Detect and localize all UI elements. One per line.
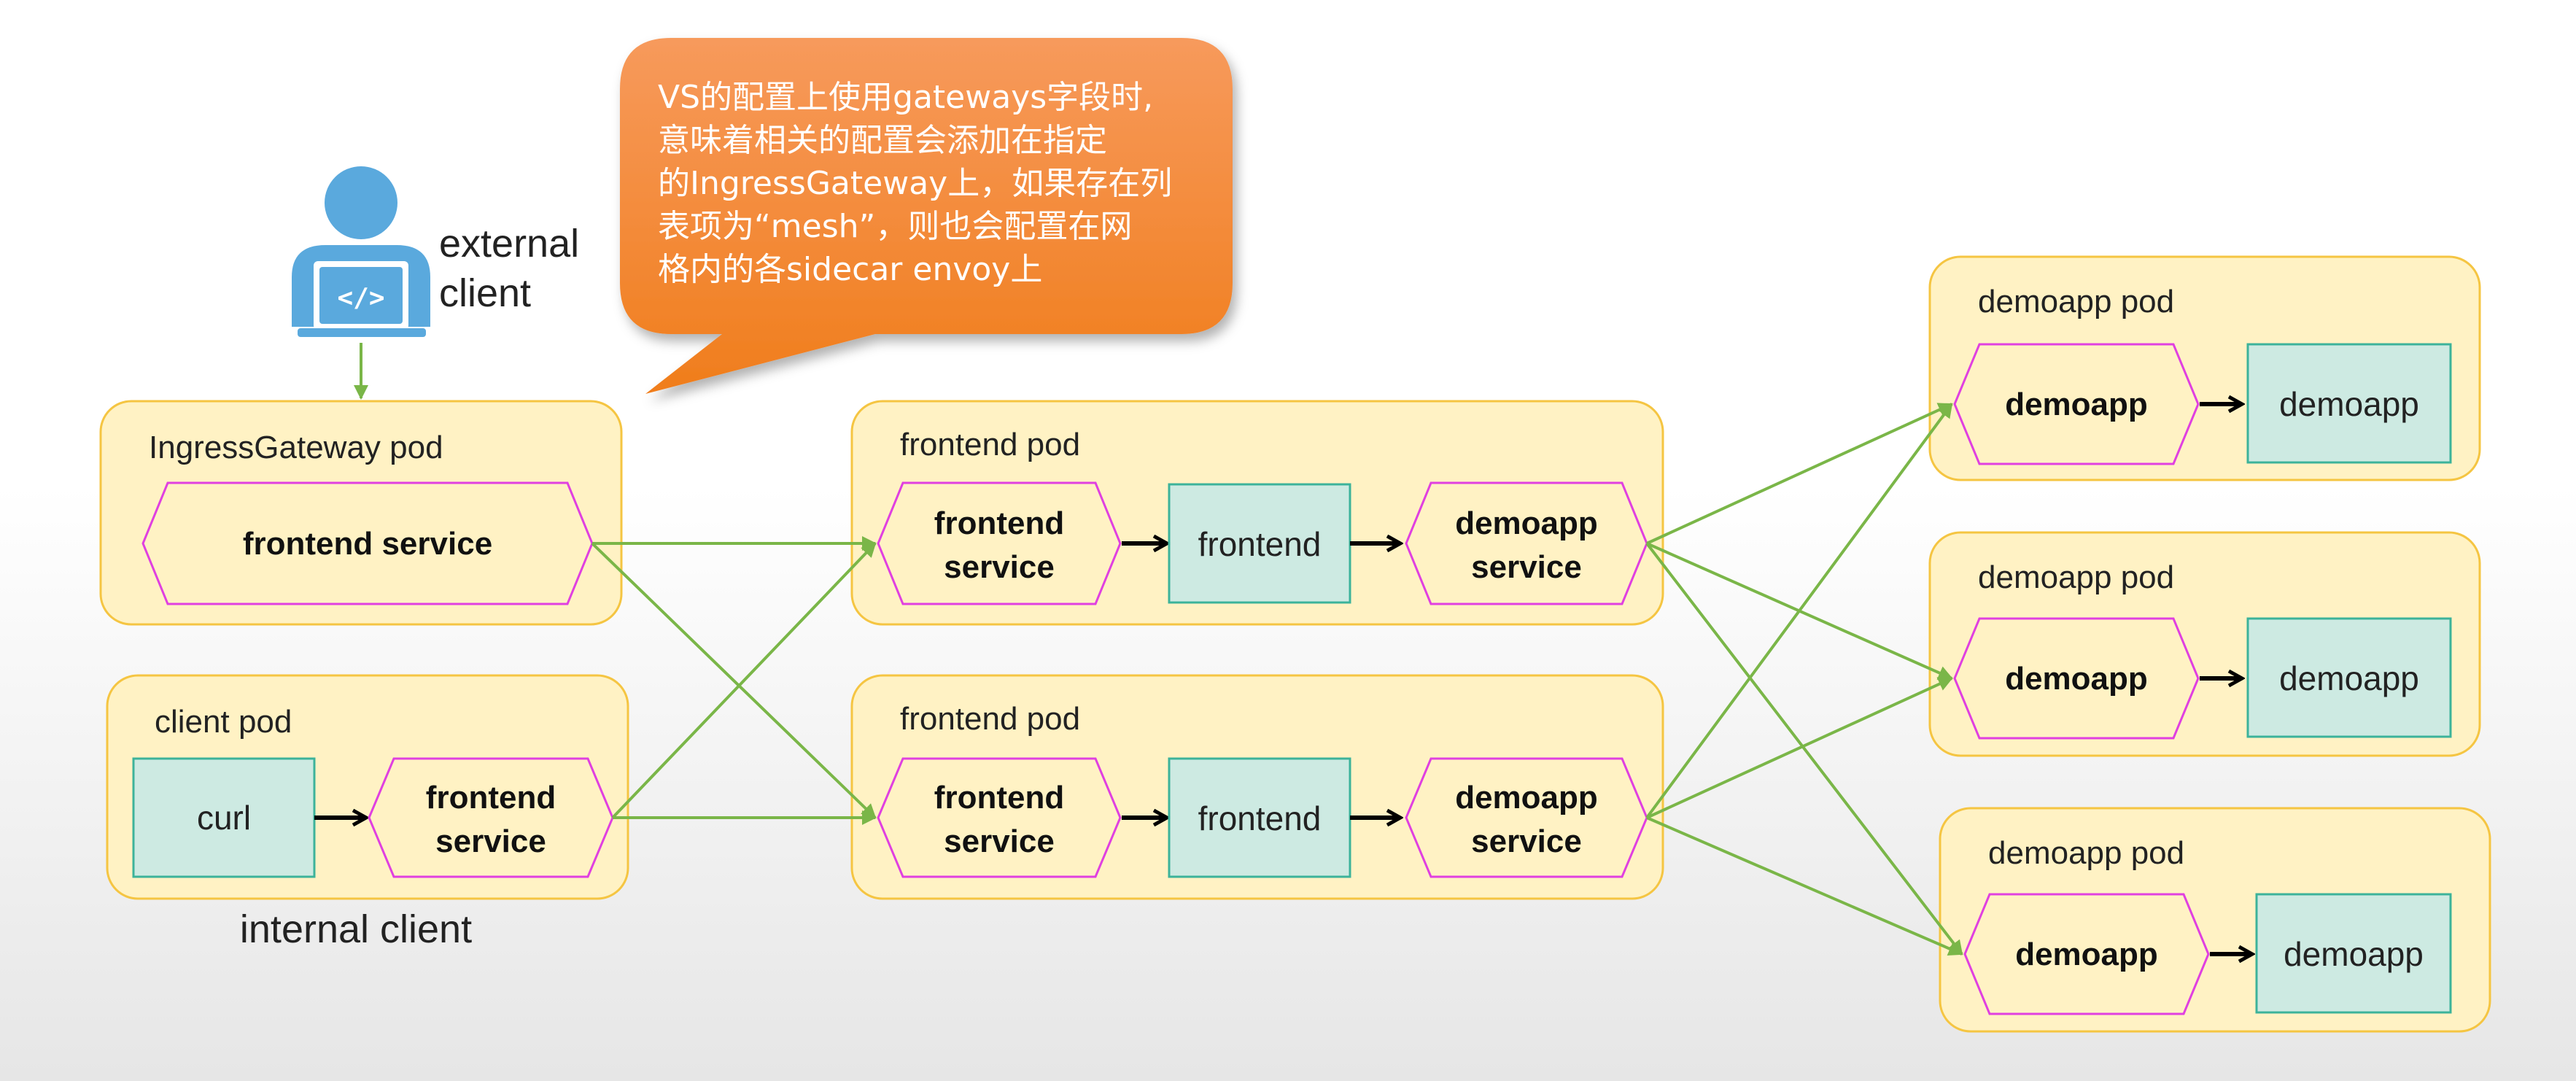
client-pod-title: client pod	[155, 704, 292, 740]
ingressgateway-pod: IngressGateway pod frontend service	[99, 400, 623, 626]
frontend-pod-1-app-label: frontend	[1198, 525, 1322, 563]
callout-line-3: 的IngressGateway上，如果存在列	[658, 165, 1172, 202]
demoapp-pod-3: demoapp pod demoapp demoapp	[1939, 807, 2491, 1033]
frontend-pod-1-service-hex	[877, 481, 1122, 605]
demoapp-pod-2-hex-label: demoapp	[2005, 661, 2148, 697]
demoapp-pod-2-title: demoapp pod	[1978, 559, 2174, 595]
callout-line-4: 表项为“mesh”，则也会配置在网	[658, 208, 1132, 245]
demoapp-pod-2-box-label: demoapp	[2279, 659, 2419, 697]
callout-line-5: 格内的各sidecar envoy上	[658, 251, 1042, 288]
frontend-pod-1-service-label-2: service	[944, 549, 1055, 585]
callout-line-1: VS的配置上使用gateways字段时,	[658, 79, 1153, 116]
connector-arrows	[591, 403, 1963, 956]
client-frontend-service-label-1: frontend	[426, 780, 556, 815]
demoapp-pod-1-hex	[1953, 343, 2200, 465]
demoapp-pod-1-title: demoapp pod	[1978, 284, 2174, 319]
demoapp-pod-3-hex	[1963, 893, 2210, 1015]
frontend-pod-1-title: frontend pod	[900, 427, 1080, 462]
external-client-label-1: external	[439, 222, 579, 266]
frontend-pod-1-demoapp-label-2: service	[1471, 549, 1582, 585]
demoapp-pod-3-hex-label: demoapp	[2015, 937, 2158, 972]
demoapp-pod-2-hex	[1953, 617, 2200, 740]
callout-bubble	[620, 38, 1233, 394]
frontend-pod-1: frontend pod frontend service frontend d…	[850, 400, 1664, 626]
frontend-pod-1-demoapp-label-1: demoapp	[1455, 505, 1598, 541]
frontend-pod-2: frontend pod frontend service frontend d…	[850, 674, 1664, 900]
ingress-frontend-service-hex	[141, 481, 594, 605]
arrow-ingress-to-frontend-2	[591, 542, 877, 819]
frontend-pod-1-app-box	[1168, 483, 1351, 604]
arrow-f2-to-demoapp-1	[1645, 403, 1953, 819]
demoapp-pod-2: demoapp pod demoapp demoapp	[1928, 531, 2481, 757]
demoapp-pod-1-box	[2246, 343, 2452, 464]
frontend-pod-2-title: frontend pod	[900, 701, 1080, 737]
curl-label: curl	[197, 799, 251, 837]
frontend-pod-2-service-label-1: frontend	[934, 780, 1064, 815]
svg-text:</>: </>	[337, 283, 384, 313]
frontend-pod-2-service-label-2: service	[944, 824, 1055, 859]
demoapp-pod-2-box	[2246, 617, 2452, 738]
demoapp-pod-1-hex-label: demoapp	[2005, 387, 2148, 422]
frontend-pod-2-demoapp-service-hex	[1405, 757, 1648, 878]
frontend-pod-1-demoapp-service-hex	[1405, 481, 1648, 605]
arrow-f2-to-demoapp-2	[1646, 677, 1953, 819]
ingress-frontend-service-label: frontend service	[243, 526, 492, 562]
client-frontend-service-hex	[368, 757, 614, 878]
arrow-f2-to-demoapp-3	[1646, 816, 1963, 956]
arrow-client-to-frontend-1	[611, 542, 877, 819]
arrow-f1-to-demoapp-1	[1646, 403, 1953, 545]
user-laptop-icon: </>	[292, 166, 430, 337]
client-pod: client pod curl frontend service	[106, 674, 629, 900]
external-client-label-2: client	[439, 271, 531, 315]
internal-client-label: internal client	[240, 907, 472, 951]
demoapp-pod-1-box-label: demoapp	[2279, 385, 2419, 423]
frontend-pod-2-service-hex	[877, 757, 1122, 878]
demoapp-pod-3-title: demoapp pod	[1988, 835, 2184, 871]
demoapp-pod-3-box	[2255, 893, 2452, 1014]
callout-line-2: 意味着相关的配置会添加在指定	[658, 122, 1107, 159]
arrow-f1-to-demoapp-3	[1645, 542, 1963, 956]
client-frontend-service-label-2: service	[435, 824, 546, 859]
frontend-pod-2-app-box	[1168, 757, 1351, 878]
frontend-pod-2-demoapp-label-2: service	[1471, 824, 1582, 859]
demoapp-pod-3-box-label: demoapp	[2284, 935, 2424, 973]
frontend-pod-2-app-label: frontend	[1198, 799, 1322, 837]
frontend-pod-1-service-label-1: frontend	[934, 505, 1064, 541]
demoapp-pod-1: demoapp pod demoapp demoapp	[1928, 255, 2481, 481]
ingressgateway-pod-title: IngressGateway pod	[149, 430, 443, 465]
frontend-pod-2-demoapp-label-1: demoapp	[1455, 780, 1598, 815]
